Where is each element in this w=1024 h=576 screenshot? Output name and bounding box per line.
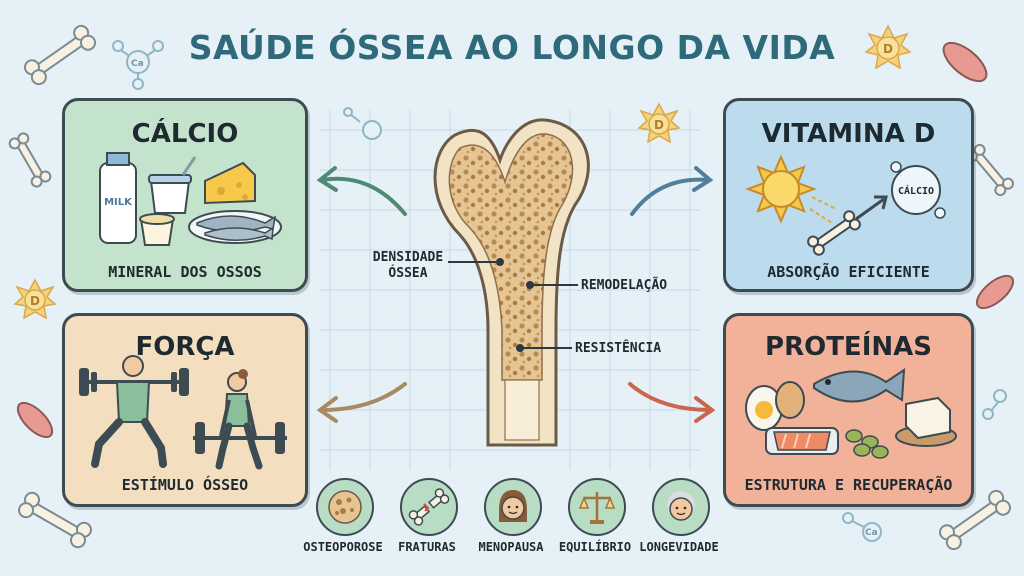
sun-letter: D	[654, 118, 664, 132]
molecule-label: Ca	[865, 528, 878, 538]
bone-label-densidade-line1: DENSIDADE	[372, 250, 444, 265]
card-forca-title: FORÇA	[135, 332, 235, 362]
eggs-icon	[745, 381, 805, 431]
cheese-icon	[204, 161, 256, 205]
card-proteinas-subtitle: ESTRUTURA E RECUPERAÇÃO	[744, 476, 953, 494]
tofu-icon	[895, 396, 957, 447]
arrow-to-forca	[320, 382, 407, 412]
risk-label-osteoporose: OSTEOPOROSE	[303, 540, 383, 554]
proteinas-foods-illustration	[745, 368, 957, 459]
molecule-decoration-icon	[112, 40, 1007, 542]
card-proteinas-title: PROTEÍNAS	[765, 332, 932, 362]
calcium-bubble-icon	[890, 161, 946, 219]
risk-label-fraturas: FRATURAS	[398, 540, 456, 554]
vitamina-d-illustration: CÁLCIO	[745, 154, 946, 256]
sun-decoration-icon	[13, 24, 912, 320]
bone-label-densidade: DENSIDADE ÓSSEA	[367, 250, 449, 282]
milk-label: MILK	[104, 197, 133, 208]
arrow-to-proteinas	[628, 382, 712, 412]
muscle-decoration-icon	[16, 41, 1015, 439]
sun-icon	[745, 154, 817, 224]
small-bone-icon	[807, 210, 861, 256]
bone-label-resistencia: RESISTÊNCIA	[575, 341, 662, 356]
calcium-bubble-label: CÁLCIO	[898, 184, 934, 197]
yogurt-cup-icon	[139, 156, 197, 246]
card-forca-subtitle: ESTÍMULO ÓSSEO	[121, 476, 249, 494]
femur-spongy-interior	[448, 133, 574, 381]
molecule-label: Ca	[131, 59, 144, 69]
arrow-to-vitamina	[630, 177, 710, 216]
card-vitamina-d: CÁLCIO VITAMINA D ABSORÇÃO EFICIENTE	[723, 98, 974, 292]
card-proteinas: PROTEÍNAS ESTRUTURA E RECUPERAÇÃO	[723, 313, 974, 507]
card-calcio-title: CÁLCIO	[131, 119, 239, 149]
card-forca: FORÇA ESTÍMULO ÓSSEO	[62, 313, 308, 507]
broken-bone-icon	[400, 478, 458, 536]
porous-bone-icon	[316, 478, 374, 536]
femur-marrow-canal	[504, 379, 540, 441]
risk-label-longevidade: LONGEVIDADE	[639, 540, 719, 554]
bone-label-remodelacao: REMODELAÇÃO	[581, 278, 668, 293]
bone-pointer-lines	[448, 258, 578, 352]
sardines-plate-icon	[188, 210, 282, 244]
risk-label-menopausa: MENOPAUSA	[478, 540, 544, 554]
calcio-foods-illustration: MILK	[99, 152, 282, 246]
balance-scale-icon	[568, 478, 626, 536]
forca-exercise-illustration	[79, 355, 287, 470]
card-calcio: MILK CÁLCIO MINERAL DOS OSSOS	[62, 98, 308, 292]
sun-letter: D	[883, 42, 893, 56]
arrow-to-calcio	[320, 176, 407, 216]
page-title: SAÚDE ÓSSEA AO LONGO DA VIDA	[188, 28, 836, 67]
man-lifting-barbell-icon	[79, 355, 189, 468]
beans-icon	[845, 429, 889, 459]
salmon-fillet-icon	[765, 427, 839, 455]
woman-face-icon	[484, 478, 542, 536]
fish-icon	[813, 368, 906, 403]
milk-bottle-icon	[99, 152, 137, 244]
card-vitamina-d-subtitle: ABSORÇÃO EFICIENTE	[767, 263, 930, 281]
card-calcio-subtitle: MINERAL DOS OSSOS	[108, 263, 262, 281]
woman-deadlift-icon	[193, 369, 287, 470]
absorption-arrow	[855, 197, 885, 221]
bone-label-densidade-line2: ÓSSEA	[388, 266, 428, 281]
risk-label-equilibrio: EQUILÍBRIO	[558, 540, 632, 554]
bone-decoration-icon	[8, 24, 1014, 551]
elderly-face-icon	[652, 478, 710, 536]
card-vitamina-d-title: VITAMINA D	[761, 119, 936, 149]
sun-letter: D	[30, 294, 40, 308]
